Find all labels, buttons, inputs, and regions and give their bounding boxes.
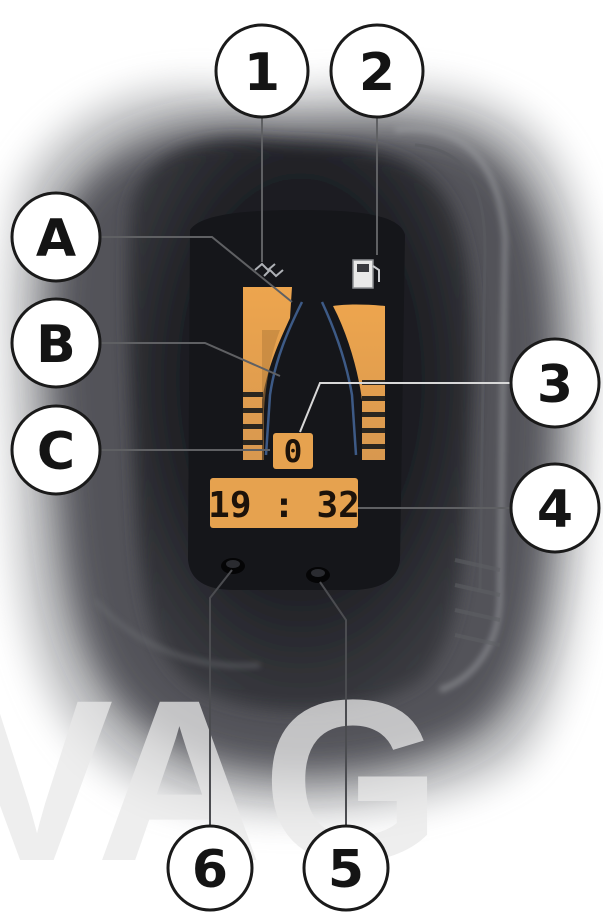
callout-3-label: 3: [537, 355, 573, 415]
callout-B-label: B: [36, 315, 76, 375]
callout-1: 1: [216, 25, 308, 117]
odometer-value: 0: [284, 434, 303, 470]
callout-A-label: A: [36, 209, 76, 269]
callout-5-label: 5: [328, 840, 364, 900]
callout-2-label: 2: [359, 43, 395, 103]
reset-button-right[interactable]: [306, 567, 330, 583]
clock-display: 19 : 32: [208, 478, 360, 528]
reset-button-left[interactable]: [221, 558, 245, 574]
callout-6-label: 6: [192, 840, 228, 900]
instrument-face: 0 19 : 32: [188, 210, 405, 590]
callout-2: 2: [331, 25, 423, 117]
callout-1-label: 1: [244, 43, 280, 103]
callout-4-label: 4: [537, 480, 573, 540]
callout-B: B: [12, 299, 100, 387]
callout-3: 3: [511, 339, 599, 427]
callout-A: A: [12, 193, 100, 281]
callout-4: 4: [511, 464, 599, 552]
callout-C: C: [12, 406, 100, 494]
callout-C-label: C: [37, 422, 75, 482]
callout-5: 5: [304, 826, 388, 910]
callout-6: 6: [168, 826, 252, 910]
odometer-window: 0: [273, 433, 313, 470]
clock-time: 19 : 32: [208, 485, 360, 526]
